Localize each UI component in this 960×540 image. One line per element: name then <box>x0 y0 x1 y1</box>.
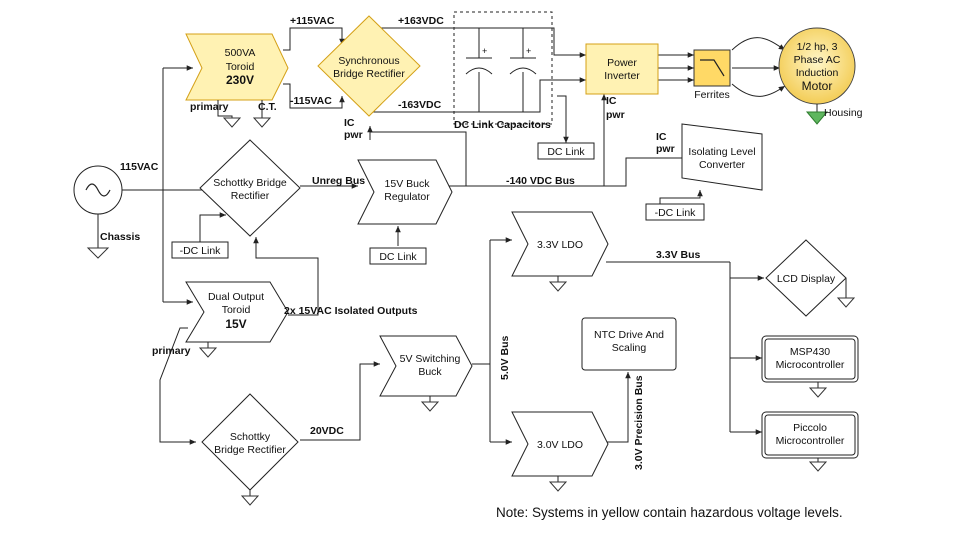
ldo33-label: 3.3V LDO <box>537 239 583 251</box>
unreg-bus-label: Unreg Bus <box>312 175 365 187</box>
primary-bottom-label: primary <box>152 345 191 357</box>
ac-source-icon <box>73 165 123 215</box>
motor-line1: 1/2 hp, 3 <box>797 41 838 53</box>
ferrites-block[interactable]: Ferrites <box>693 49 731 101</box>
ldo-3v3-block[interactable]: 3.3V LDO <box>511 211 609 277</box>
schottky-top-line2: Rectifier <box>231 190 270 202</box>
dual-toroid-line3: 15V <box>225 317 246 331</box>
svg-text:+: + <box>526 46 531 56</box>
msp430-line1: MSP430 <box>790 346 830 358</box>
msp430-line2: Microcontroller <box>776 359 845 371</box>
wires <box>122 27 786 445</box>
dc-link-caps-label: DC Link Capacitors <box>454 119 551 131</box>
primary-top-label: primary <box>190 101 229 113</box>
schottky-bridge-bottom-block[interactable]: Schottky Bridge Rectifier <box>201 393 299 491</box>
neg-dc-link-box-1[interactable]: -DC Link <box>645 203 705 221</box>
plus163-label: +163VDC <box>398 15 444 27</box>
schottky-top-line1: Schottky Bridge <box>213 177 287 189</box>
ic-pwr-1-line2: pwr <box>344 129 363 141</box>
switching-buck-5v-block[interactable]: 5V Switching Buck <box>379 335 473 397</box>
motor-line2: Phase AC <box>794 54 841 66</box>
svg-text:+: + <box>482 46 487 56</box>
vdc20-label: 20VDC <box>310 425 344 437</box>
msp430-block[interactable]: MSP430 Microcontroller <box>761 335 859 383</box>
toroid-500va-block[interactable]: 500VA Toroid 230V <box>185 33 289 101</box>
vac115-label: 115VAC <box>120 161 159 173</box>
buck15-line1: 15V Buck <box>385 178 431 190</box>
sync-bridge-rectifier-block[interactable]: Synchronous Bridge Rectifier <box>317 15 421 117</box>
neg-dc-link-box-2[interactable]: -DC Link <box>171 241 229 259</box>
ic-pwr-2-line1: IC <box>606 95 617 107</box>
wire-labels: +115VAC -115VAC +163VDC -163VDC primary … <box>100 15 701 470</box>
minus115-label: -115VAC <box>290 95 332 107</box>
chassis-label: Chassis <box>100 231 140 243</box>
bus5v-label: 5.0V Bus <box>499 335 511 380</box>
ldo-3v0-block[interactable]: 3.0V LDO <box>511 411 609 477</box>
ntc-line2: Scaling <box>612 342 647 354</box>
ic-pwr-2-line2: pwr <box>606 109 625 121</box>
isolating-line1: Isolating Level <box>688 146 755 158</box>
neg-dc-link-2-text: -DC Link <box>180 245 222 257</box>
sync-rect-line1: Synchronous <box>338 55 399 67</box>
sync-rect-line2: Bridge Rectifier <box>333 68 405 80</box>
isolated-outputs-label: 2x 15VAC Isolated Outputs <box>284 305 418 317</box>
ground-symbols <box>86 100 856 506</box>
ic-pwr-1-line1: IC <box>344 117 355 129</box>
power-inverter-line1: Power <box>607 57 637 69</box>
neg-dc-link-1-text: -DC Link <box>655 207 697 219</box>
isolating-level-converter-block[interactable]: Isolating Level Converter <box>681 123 763 191</box>
power-inverter-block[interactable]: Power Inverter <box>585 43 659 95</box>
dual-output-toroid-block[interactable]: Dual Output Toroid 15V <box>185 281 289 343</box>
sw-buck-line2: Buck <box>418 366 442 378</box>
schottky-bottom-line1: Schottky <box>230 431 271 443</box>
capacitor-1: + <box>465 46 493 75</box>
lcd-label: LCD Display <box>777 273 836 285</box>
ferrites-label: Ferrites <box>694 89 730 101</box>
piccolo-line1: Piccolo <box>793 422 827 434</box>
dc-link-2-text: DC Link <box>379 251 417 263</box>
hazard-note: Note: Systems in yellow contain hazardou… <box>496 505 843 520</box>
capacitor-2: + <box>509 46 537 75</box>
motor-block[interactable]: 1/2 hp, 3 Phase AC Induction Motor <box>778 27 856 105</box>
bus33-label: 3.3V Bus <box>656 249 701 261</box>
plus115-label: +115VAC <box>290 15 335 27</box>
schottky-bridge-top-block[interactable]: Schottky Bridge Rectifier <box>199 139 301 237</box>
ldo30-label: 3.0V LDO <box>537 439 583 451</box>
ic-pwr-3-line2: pwr <box>656 143 675 155</box>
isolating-line2: Converter <box>699 159 746 171</box>
sw-buck-line1: 5V Switching <box>400 353 461 365</box>
toroid-500va-line2: Toroid <box>226 61 255 73</box>
dc-link-box-1[interactable]: DC Link <box>537 142 595 160</box>
power-inverter-line2: Inverter <box>604 70 640 82</box>
housing-label: Housing <box>824 107 863 119</box>
buck15-line2: Regulator <box>384 191 430 203</box>
piccolo-block[interactable]: Piccolo Microcontroller <box>761 411 859 459</box>
bus140-label: -140 VDC Bus <box>506 175 575 187</box>
toroid-500va-line3: 230V <box>226 73 254 87</box>
lcd-display-block[interactable]: LCD Display <box>765 239 847 317</box>
buck-15v-block[interactable]: 15V Buck Regulator <box>357 159 453 225</box>
ic-pwr-3-line1: IC <box>656 131 667 143</box>
motor-line3: Induction <box>796 67 839 79</box>
dc-link-box-2[interactable]: DC Link <box>369 247 427 265</box>
schottky-bottom-line2: Bridge Rectifier <box>214 444 286 456</box>
precision-bus-label: 3.0V Precision Bus <box>633 375 645 470</box>
dual-toroid-line1: Dual Output <box>208 291 264 303</box>
toroid-500va-line1: 500VA <box>225 47 256 59</box>
housing-ground: Housing <box>805 104 863 125</box>
ntc-drive-block[interactable]: NTC Drive And Scaling <box>581 317 677 371</box>
minus163-label: -163VDC <box>398 99 442 111</box>
dc-link-capacitor-group <box>453 11 553 125</box>
ntc-line1: NTC Drive And <box>594 329 664 341</box>
motor-line4: Motor <box>802 79 833 93</box>
dual-toroid-line2: Toroid <box>222 304 251 316</box>
ct-label: C.T. <box>258 101 277 113</box>
dc-link-1-text: DC Link <box>547 146 585 158</box>
piccolo-line2: Microcontroller <box>776 435 845 447</box>
